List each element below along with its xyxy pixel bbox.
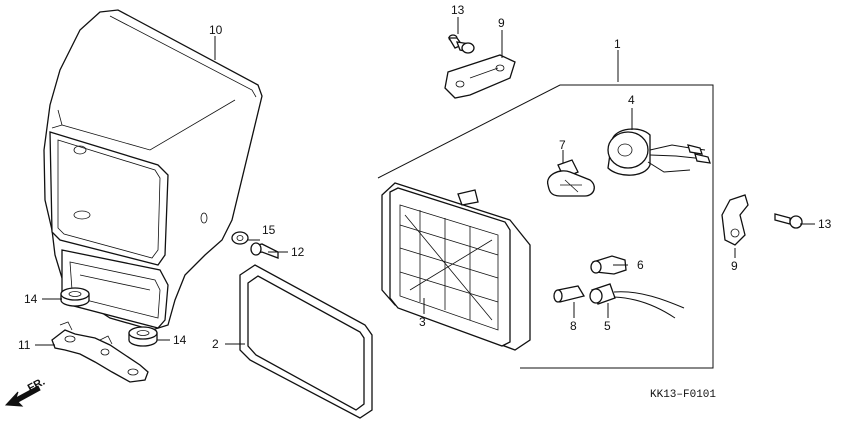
callout-13-top: 13: [451, 3, 465, 17]
headlight-rim: [239, 264, 373, 419]
callout-8: 8: [570, 319, 577, 333]
callout-12: 12: [291, 245, 305, 259]
front-arrow-icon: [4, 385, 41, 407]
callout-3: 3: [419, 315, 426, 329]
bolt-12: [250, 242, 279, 259]
callout-4: 4: [628, 93, 635, 107]
bulb-8: [553, 285, 586, 303]
callout-10: 10: [209, 23, 223, 37]
washer: [231, 231, 249, 245]
callout-14-left: 14: [24, 292, 38, 306]
leader-lines: [35, 17, 815, 346]
stay-bracket-top: [444, 54, 516, 99]
rubber-grommet-right: [128, 326, 158, 347]
callout-2: 2: [212, 337, 219, 351]
callout-1: 1: [614, 37, 621, 51]
stay-bracket-right: [721, 194, 749, 246]
position-socket: [589, 283, 685, 319]
front-direction-indicator: FR.: [4, 376, 47, 407]
bulb-7: [547, 159, 595, 197]
assembly-bracket-line: [377, 84, 714, 369]
callout-5: 5: [604, 319, 611, 333]
callout-13-right: 13: [818, 217, 832, 231]
callout-15: 15: [262, 223, 276, 237]
front-direction-label: FR.: [26, 376, 47, 395]
bolt-13-right: [774, 213, 803, 229]
callout-9-right: 9: [731, 259, 738, 273]
headlight-socket: [607, 128, 711, 176]
callout-6: 6: [637, 258, 644, 272]
diagram-code: KK13–F0101: [650, 389, 716, 401]
callout-14-right: 14: [173, 333, 187, 347]
mounting-bracket: [51, 321, 149, 383]
headlight-unit: [381, 182, 531, 351]
rubber-grommet-left: [60, 287, 90, 307]
bulb-6: [590, 255, 627, 275]
callout-9-top: 9: [498, 16, 505, 30]
headlight-cowl: [43, 9, 263, 331]
callout-7: 7: [559, 138, 566, 152]
bolt-13-top: [447, 34, 475, 54]
callout-11: 11: [18, 338, 31, 352]
